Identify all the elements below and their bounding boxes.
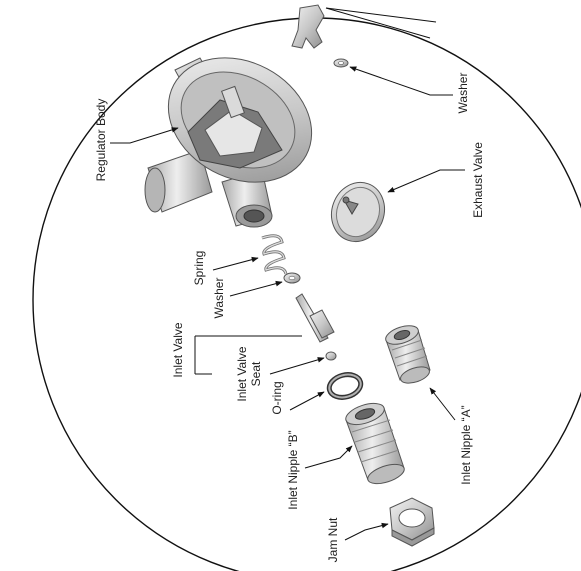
jam-nut-leader bbox=[344, 522, 389, 541]
inlet-nipple-a-label: Inlet Nipple “A” bbox=[459, 405, 473, 484]
washer-mid-label: Washer bbox=[212, 278, 226, 319]
inlet-valve-bracket bbox=[194, 335, 302, 375]
exhaust-valve-part bbox=[331, 181, 385, 243]
washer-top-part bbox=[333, 58, 349, 68]
inlet-valve-leader bbox=[269, 357, 325, 375]
regulator-body-label: Regulator Body bbox=[94, 99, 108, 182]
exhaust-valve-leader bbox=[387, 169, 465, 193]
inlet-valve-label: Inlet Valve bbox=[171, 322, 185, 377]
bracket-part bbox=[291, 4, 437, 49]
inlet-valve-part bbox=[295, 293, 335, 343]
washer-top-leader bbox=[349, 66, 453, 96]
washer-mid-leader bbox=[229, 280, 283, 297]
spring-label: Spring bbox=[192, 251, 206, 286]
o-ring-leader bbox=[289, 391, 325, 411]
regulator-body-leader bbox=[110, 127, 179, 144]
o-ring-part bbox=[326, 372, 364, 400]
o-ring-label: O-ring bbox=[270, 381, 284, 414]
inlet-nipple-a-part bbox=[385, 325, 431, 384]
jam-nut-part bbox=[389, 497, 435, 547]
regulator-body-part bbox=[144, 57, 313, 228]
inlet-nipple-b-leader bbox=[304, 445, 353, 469]
inlet-nipple-a-leader bbox=[429, 387, 456, 421]
inlet-valve-seat-label-line2: Seat bbox=[249, 361, 263, 386]
spring-leader bbox=[212, 256, 259, 271]
background-circle bbox=[32, 17, 581, 571]
jam-nut-label: Jam Nut bbox=[326, 517, 340, 562]
washer-top-label: Washer bbox=[456, 73, 470, 114]
exhaust-valve-label: Exhaust Valve bbox=[471, 142, 485, 218]
inlet-nipple-b-part bbox=[345, 402, 405, 485]
inlet-valve-seat-label-line1: Inlet Valve bbox=[235, 346, 249, 401]
spring-part bbox=[261, 234, 288, 275]
inlet-valve-seat-part bbox=[325, 351, 337, 361]
inlet-nipple-b-label: Inlet Nipple “B” bbox=[286, 430, 300, 509]
washer-mid-part bbox=[283, 272, 301, 284]
